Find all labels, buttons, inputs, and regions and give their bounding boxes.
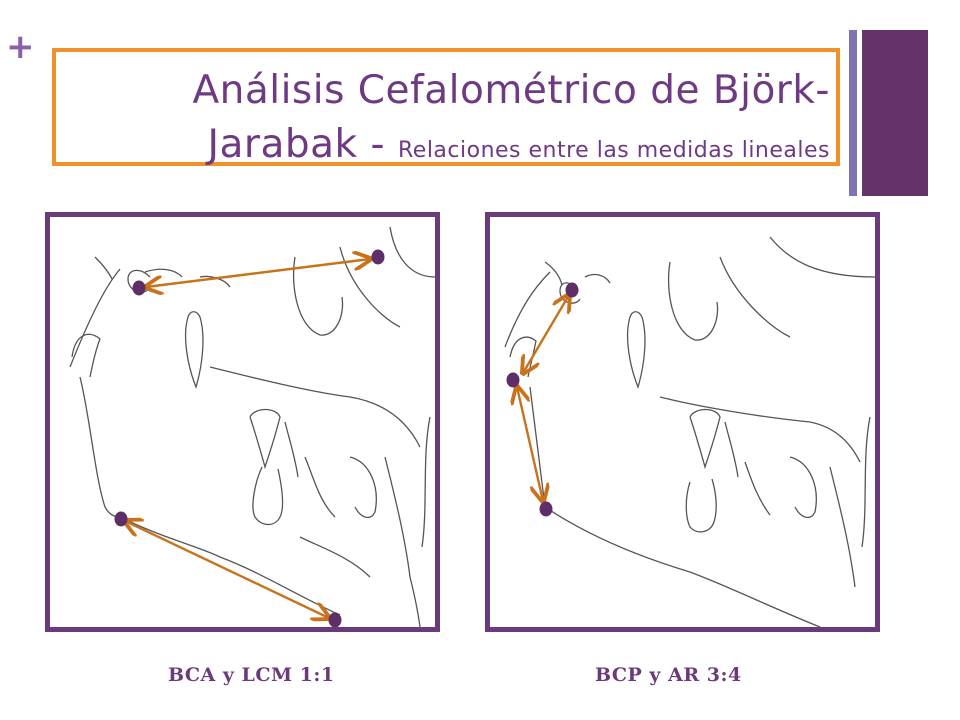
landmark-menton-dot — [328, 612, 342, 627]
tracing-lines — [69, 226, 435, 627]
landmark-articulare-dot — [506, 372, 520, 388]
skull-tracing-left — [69, 226, 435, 627]
arrow-anterior-base — [146, 259, 370, 287]
measurement-arrows-left — [125, 259, 370, 618]
slide-title: Análisis Cefalométrico de Björk- Jarabak… — [90, 64, 830, 178]
title-line-1: Análisis Cefalométrico de Björk- — [192, 68, 830, 113]
landmark-dots-left — [114, 249, 385, 627]
tracing-lines — [504, 236, 875, 627]
accent-bar-thin — [849, 30, 857, 196]
measurement-arrows-right — [517, 295, 569, 501]
landmark-gonion-dot — [114, 511, 128, 527]
landmark-nasion-dot — [371, 249, 385, 265]
landmark-sella-dot — [565, 282, 579, 298]
caption-left: BCA y LCM 1:1 — [168, 664, 335, 686]
arrow-ramus-height — [517, 387, 543, 501]
cephalometric-figure-left — [45, 212, 440, 632]
title-subtitle: Relaciones entre las medidas lineales — [397, 138, 830, 163]
title-box: Análisis Cefalométrico de Björk- Jarabak… — [52, 48, 840, 167]
plus-decoration: + — [6, 27, 35, 67]
skull-tracing-right — [504, 236, 875, 627]
caption-right: BCP y AR 3:4 — [595, 664, 742, 686]
accent-bar-thick — [862, 30, 928, 196]
title-line-2: Jarabak - — [207, 122, 398, 167]
arrow-mandibular-length — [125, 521, 329, 618]
landmark-dots-right — [506, 282, 579, 517]
landmark-sella-dot — [132, 280, 146, 296]
arrow-posterior-base — [523, 295, 569, 373]
cephalometric-figure-right — [485, 212, 880, 632]
landmark-gonion-dot — [539, 501, 553, 517]
